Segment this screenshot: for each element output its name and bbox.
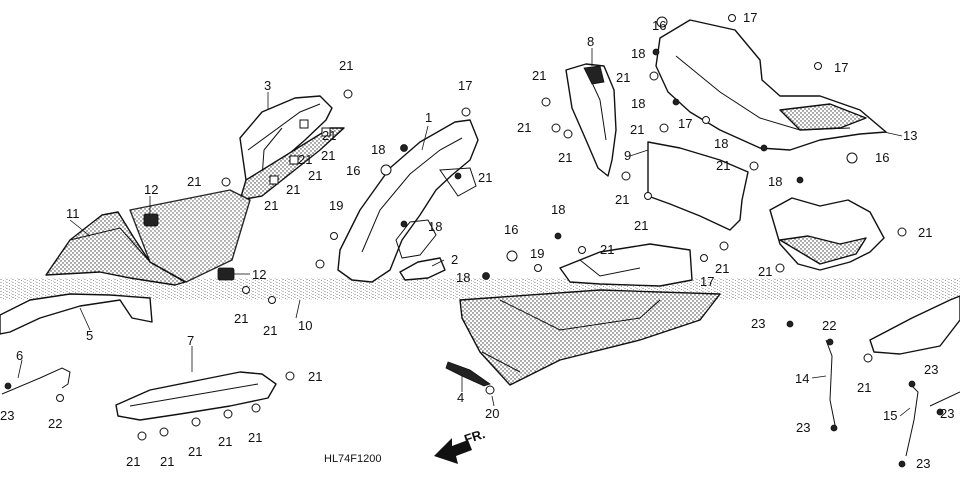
callout-21: 21 — [758, 264, 772, 279]
callout-21: 21 — [615, 192, 629, 207]
callout-17: 17 — [743, 10, 757, 25]
callout-21: 21 — [188, 444, 202, 459]
callout-9: 9 — [624, 148, 631, 163]
callout-1: 1 — [425, 110, 432, 125]
callout-21: 21 — [532, 68, 546, 83]
callout-21: 21 — [918, 225, 932, 240]
scan-noise-band — [0, 278, 960, 300]
callout-18: 18 — [371, 142, 385, 157]
callout-23: 23 — [796, 420, 810, 435]
callout-21: 21 — [630, 122, 644, 137]
callout-21: 21 — [478, 170, 492, 185]
callout-21: 21 — [321, 148, 335, 163]
part-right-duct — [769, 197, 885, 271]
callout-21: 21 — [308, 168, 322, 183]
callout-21: 21 — [634, 218, 648, 233]
part-lower-left-cowl — [0, 293, 153, 335]
callout-16: 16 — [875, 150, 889, 165]
front-arrow-label: FR. — [462, 426, 487, 447]
part-side-panel — [565, 63, 617, 177]
callout-22: 22 — [48, 416, 62, 431]
callout-21: 21 — [264, 198, 278, 213]
callout-18: 18 — [768, 174, 782, 189]
callout-22: 22 — [822, 318, 836, 333]
callout-5: 5 — [86, 328, 93, 343]
part-decal-4 — [445, 361, 491, 387]
callout-21: 21 — [600, 242, 614, 257]
callout-23: 23 — [924, 362, 938, 377]
front-direction-arrow: FR. — [434, 426, 487, 464]
callout-21: 21 — [298, 152, 312, 167]
callout-19: 19 — [530, 246, 544, 261]
callout-16: 16 — [346, 163, 360, 178]
callout-2: 2 — [451, 252, 458, 267]
callout-21: 21 — [339, 58, 353, 73]
callout-21: 21 — [517, 120, 531, 135]
callout-21: 21 — [218, 434, 232, 449]
callout-18: 18 — [456, 270, 470, 285]
callout-21: 21 — [558, 150, 572, 165]
callout-18: 18 — [631, 46, 645, 61]
leader-lines — [17, 48, 911, 417]
fasteners — [4, 14, 944, 468]
callout-21: 21 — [234, 311, 248, 326]
part-stays-right — [825, 339, 960, 457]
callout-17: 17 — [678, 116, 692, 131]
callout-4: 4 — [457, 390, 464, 405]
callout-13: 13 — [903, 128, 917, 143]
callout-21: 21 — [126, 454, 140, 469]
part-meter-visor — [655, 19, 887, 151]
callout-10: 10 — [298, 318, 312, 333]
part-inner-cover — [647, 141, 749, 231]
callout-17: 17 — [700, 274, 714, 289]
callout-12: 12 — [144, 182, 158, 197]
callout-21: 21 — [248, 430, 262, 445]
callout-12: 12 — [252, 267, 266, 282]
part-bracket-2 — [399, 257, 446, 281]
callout-7: 7 — [187, 333, 194, 348]
callout-21: 21 — [857, 380, 871, 395]
callout-23: 23 — [916, 456, 930, 471]
callout-20: 20 — [485, 406, 499, 421]
callout-17: 17 — [834, 60, 848, 75]
callout-18: 18 — [428, 219, 442, 234]
part-inner-upper-panel — [337, 119, 479, 283]
callout-21: 21 — [308, 369, 322, 384]
callout-18: 18 — [631, 96, 645, 111]
part-center-bracket — [559, 243, 693, 287]
callout-15: 15 — [883, 408, 897, 423]
callout-21: 21 — [322, 128, 336, 143]
callout-21: 21 — [286, 182, 300, 197]
callout-19: 19 — [329, 198, 343, 213]
callout-21: 21 — [616, 70, 630, 85]
part-stay-bar-6 — [1, 367, 71, 395]
callout-numbers: 3 21 21 12 11 21 21 21 21 21 21 12 21 21… — [0, 10, 954, 471]
part-lower-trim-7 — [115, 371, 277, 421]
callout-16: 16 — [504, 222, 518, 237]
callout-16: 16 — [652, 18, 666, 33]
part-lower-center-cover — [459, 289, 721, 386]
callout-17: 17 — [458, 78, 472, 93]
part-windscreen — [45, 189, 251, 286]
callout-18: 18 — [714, 136, 728, 151]
callout-21: 21 — [187, 174, 201, 189]
callout-3: 3 — [264, 78, 271, 93]
callout-14: 14 — [795, 371, 809, 386]
part-right-lower-cowl — [869, 295, 960, 355]
callout-8: 8 — [587, 34, 594, 49]
callout-18: 18 — [551, 202, 565, 217]
callout-23: 23 — [0, 408, 14, 423]
callout-21: 21 — [263, 323, 277, 338]
callout-21: 21 — [715, 261, 729, 276]
drawing-code: HL74F1200 — [324, 453, 382, 465]
callout-6: 6 — [16, 348, 23, 363]
callout-23: 23 — [751, 316, 765, 331]
callout-11: 11 — [66, 206, 80, 221]
callout-23: 23 — [940, 406, 954, 421]
callout-21: 21 — [716, 158, 730, 173]
callout-21: 21 — [160, 454, 174, 469]
